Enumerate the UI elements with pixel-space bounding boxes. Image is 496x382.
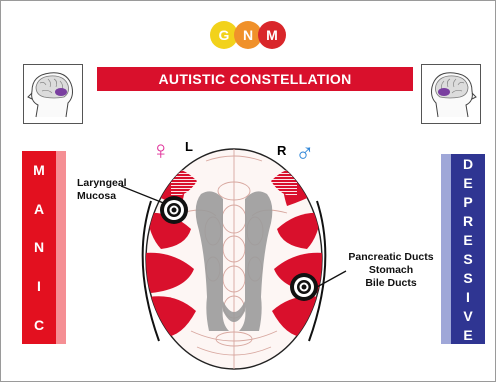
target-left-icon — [160, 196, 188, 224]
annotation-laryngeal-mucosa: Laryngeal Mucosa — [77, 177, 127, 203]
target-right-icon — [290, 273, 318, 301]
left-hemisphere-label: L — [185, 139, 193, 154]
female-symbol-icon: ♀ — [151, 137, 171, 163]
right-hemisphere-label: R — [277, 143, 286, 158]
pointer-left — [121, 186, 166, 204]
male-symbol-icon: ♂ — [295, 139, 315, 165]
annotation-line: Laryngeal — [77, 177, 127, 190]
annotation-line: Mucosa — [77, 190, 127, 203]
annotation-line: Stomach — [339, 264, 443, 277]
annotation-line: Pancreatic Ducts — [339, 251, 443, 264]
annotation-pancreatic-ducts: Pancreatic Ducts Stomach Bile Ducts — [339, 251, 443, 290]
annotation-line: Bile Ducts — [339, 277, 443, 290]
